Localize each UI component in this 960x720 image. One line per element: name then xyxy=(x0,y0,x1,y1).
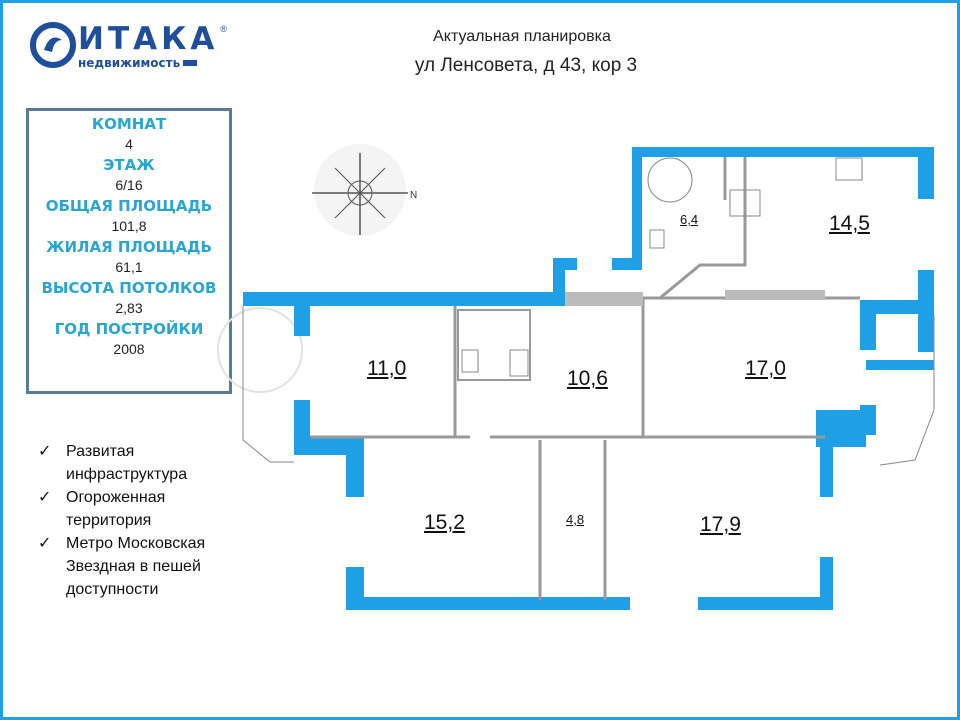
logo-subline: недвижимость xyxy=(78,56,198,70)
logo-bar xyxy=(183,60,198,66)
compass-north-label: N xyxy=(410,190,417,201)
feature-item: ✓ Огороженная территория xyxy=(38,486,248,532)
info-value: 2,83 xyxy=(115,300,143,316)
address: ул Ленсовета, д 43, кор 3 xyxy=(414,55,638,76)
logo-name: ИТАКА xyxy=(78,21,219,57)
info-floor: ЭТАЖ 6/16 xyxy=(29,155,229,196)
page-title: Актуальная планировка xyxy=(433,28,611,45)
logo-subtitle: недвижимость xyxy=(78,56,181,70)
room-area-hall: 10,6 xyxy=(567,367,608,390)
watermark xyxy=(217,307,303,393)
room-area-kitchen: 14,5 xyxy=(829,212,870,235)
info-label: ВЫСОТА ПОТОЛКОВ xyxy=(41,279,217,297)
room-area-living-room: 17,0 xyxy=(745,357,786,380)
sink-icon xyxy=(729,189,761,217)
info-label: ЭТАЖ xyxy=(103,156,155,174)
bay-window-right xyxy=(879,314,935,466)
check-icon: ✓ xyxy=(38,443,52,460)
fixtures xyxy=(242,157,935,466)
info-value: 4 xyxy=(125,136,133,152)
features-list: ✓ Развитая инфраструктура ✓ Огороженная те… xyxy=(38,440,248,601)
info-year: ГОД ПОСТРОЙКИ 2008 xyxy=(29,319,229,360)
feature-text: Развитая инфраструктура xyxy=(66,443,188,483)
info-value: 61,1 xyxy=(115,259,143,275)
info-label: КОМНАТ xyxy=(91,115,167,133)
bay-window-left xyxy=(242,306,294,463)
check-icon: ✓ xyxy=(38,489,52,506)
info-value: 101,8 xyxy=(111,218,147,234)
info-living-area: ЖИЛАЯ ПЛОЩАДЬ 61,1 xyxy=(29,237,229,278)
interior-walls xyxy=(310,157,860,600)
info-label: ЖИЛАЯ ПЛОЩАДЬ xyxy=(46,238,212,256)
toilet-icon xyxy=(461,349,479,373)
compass-icon: N xyxy=(312,144,417,236)
info-value: 2008 xyxy=(113,341,145,357)
wave-logo-icon xyxy=(30,22,76,68)
bathtub-icon xyxy=(647,157,693,203)
sink-icon xyxy=(509,349,529,377)
logo-registered: ® xyxy=(220,24,228,34)
room-area-bedroom-right: 17,9 xyxy=(700,513,741,536)
info-rooms: КОМНАТ 4 xyxy=(29,114,229,155)
logo: ИТАКА ® недвижимость xyxy=(30,22,250,70)
info-ceiling: ВЫСОТА ПОТОЛКОВ 2,83 xyxy=(29,278,229,319)
check-icon: ✓ xyxy=(38,535,52,552)
stove-icon xyxy=(835,157,863,181)
room-area-bathroom: 6,4 xyxy=(680,212,699,227)
room-area-room-left: 11,0 xyxy=(367,357,407,380)
feature-item: ✓ Метро Московская Звездная в пешей досту… xyxy=(38,532,248,601)
exterior-walls xyxy=(243,147,934,610)
info-total-area: ОБЩАЯ ПЛОЩАДЬ 101,8 xyxy=(29,196,229,237)
feature-text: Огороженная территория xyxy=(66,489,166,529)
info-label: ОБЩАЯ ПЛОЩАДЬ xyxy=(45,197,213,215)
room-area-bedroom-left: 15,2 xyxy=(424,511,465,534)
feature-item: ✓ Развитая инфраструктура xyxy=(38,440,248,486)
info-label: ГОД ПОСТРОЙКИ xyxy=(54,320,204,338)
toilet-icon xyxy=(649,229,665,249)
info-box: КОМНАТ 4 ЭТАЖ 6/16 ОБЩАЯ ПЛОЩАДЬ 101,8 ЖИЛА… xyxy=(26,108,232,394)
feature-text: Метро Московская Звездная в пешей доступ… xyxy=(66,535,206,598)
room-area-closet: 4,8 xyxy=(566,512,585,527)
info-value: 6/16 xyxy=(115,177,143,193)
logo-wordmark: ИТАКА ® xyxy=(78,22,227,56)
